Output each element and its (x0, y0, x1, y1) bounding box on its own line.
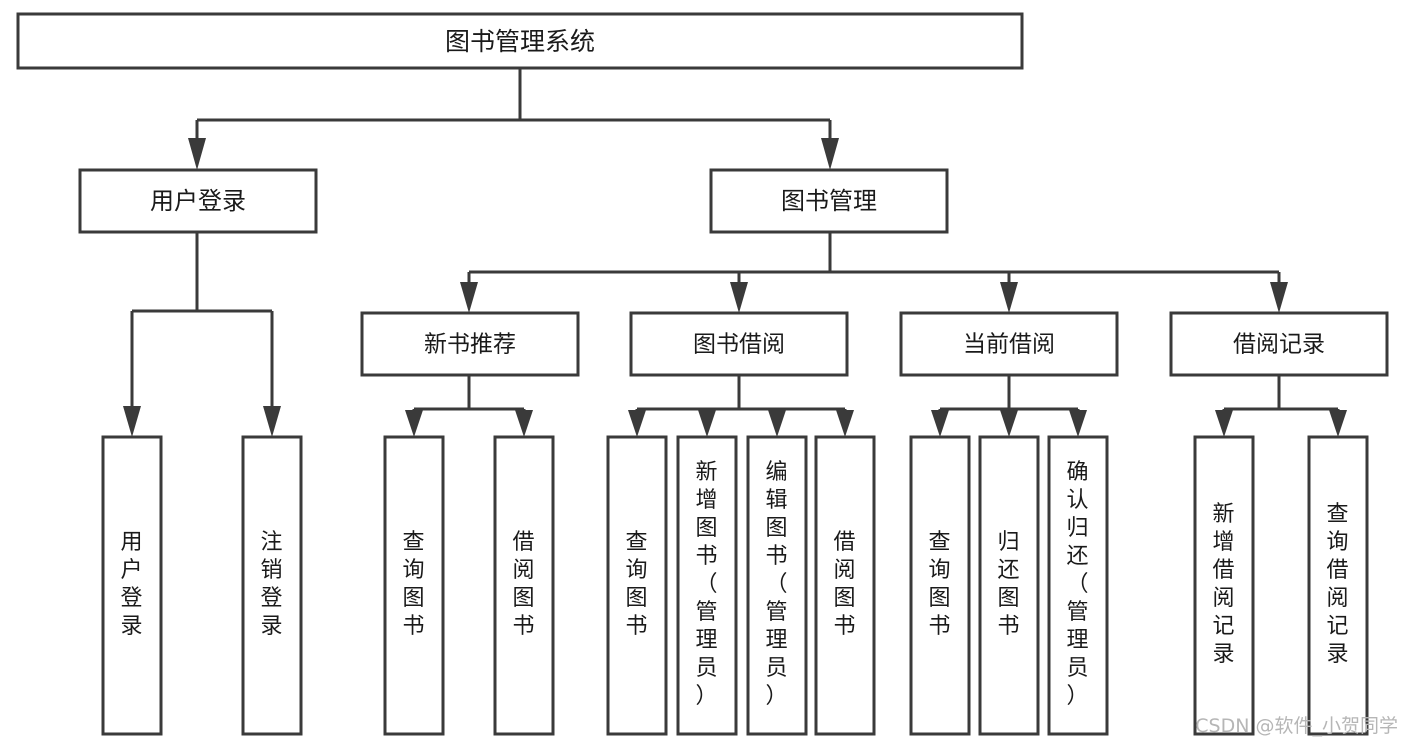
node-leaf-borrow-book-1-label: 借阅图书 (512, 530, 535, 639)
node-leaf-add-record-label: 新增借阅记录 (1212, 502, 1235, 667)
csdn-watermark: CSDN @软件_小贺同学 (1195, 715, 1398, 737)
connector-group-user-login (123, 232, 281, 437)
node-leaf-query-record-label: 查询借阅记录 (1326, 502, 1349, 667)
arrow-head-leaf-query-record (1329, 410, 1347, 437)
node-leaf-borrow-book-2-label: 借阅图书 (833, 530, 856, 639)
arrow-head-leaf-user-login (123, 406, 141, 437)
node-leaf-confirm-return-box[interactable] (1047, 435, 1109, 736)
node-user-login[interactable]: 用户登录 (78, 168, 318, 234)
node-leaf-edit-book-box[interactable] (746, 435, 808, 736)
node-book-manage[interactable]: 图书管理 (709, 168, 949, 234)
arrow-head-leaf-query-book-1 (405, 410, 423, 437)
arrow-head-leaf-borrow-book-1 (515, 410, 533, 437)
node-leaf-edit-book[interactable]: 编辑图书（管理员） (746, 435, 808, 736)
node-borrow-record-box[interactable] (1169, 311, 1389, 377)
node-leaf-logout-login[interactable]: 注销登录 (241, 435, 303, 736)
arrow-head-new-book-recommend (460, 282, 478, 313)
node-new-book-recommend-label: 新书推荐 (424, 332, 516, 358)
arrow-head-leaf-edit-book (768, 410, 786, 437)
connector-group-current-borrow (931, 375, 1087, 437)
node-leaf-confirm-return[interactable]: 确认归还（管理员） (1047, 435, 1109, 736)
node-book-manage-label: 图书管理 (781, 187, 877, 215)
arrow-head-leaf-add-record (1215, 410, 1233, 437)
node-leaf-borrow-book-1-box[interactable] (493, 435, 555, 736)
node-leaf-logout-login-label: 注销登录 (260, 530, 283, 639)
node-borrow-record[interactable]: 借阅记录 (1169, 311, 1389, 377)
arrow-head-user-login (188, 138, 206, 170)
node-book-borrow[interactable]: 图书借阅 (629, 311, 849, 377)
node-book-borrow-box[interactable] (629, 311, 849, 377)
node-user-login-box[interactable] (78, 168, 318, 234)
node-leaf-query-record[interactable]: 查询借阅记录 (1307, 435, 1369, 736)
arrow-head-current-borrow (1000, 282, 1018, 313)
node-leaf-query-book-2[interactable]: 查询图书 (606, 435, 668, 736)
arrow-head-book-borrow (730, 282, 748, 313)
node-leaf-return-book-label: 归还图书 (997, 530, 1020, 639)
node-leaf-add-record[interactable]: 新增借阅记录 (1193, 435, 1255, 736)
node-leaf-add-book-label: 新增图书（管理员） (695, 460, 718, 709)
node-leaf-query-record-box[interactable] (1307, 435, 1369, 736)
node-leaf-query-book-3-label: 查询图书 (928, 530, 951, 639)
connector-group-root (188, 68, 839, 170)
arrow-head-leaf-query-book-3 (931, 410, 949, 437)
node-root-label: 图书管理系统 (445, 27, 595, 56)
node-book-borrow-label: 图书借阅 (693, 332, 785, 358)
node-leaf-add-book-box[interactable] (676, 435, 738, 736)
arrow-head-leaf-query-book-2 (628, 410, 646, 437)
node-leaf-query-book-1-box[interactable] (383, 435, 445, 736)
node-current-borrow-box[interactable] (899, 311, 1119, 377)
arrow-head-leaf-logout-login (263, 406, 281, 437)
node-current-borrow-label: 当前借阅 (963, 332, 1055, 358)
node-leaf-borrow-book-2[interactable]: 借阅图书 (814, 435, 876, 736)
connector-group-borrow-record (1215, 375, 1347, 437)
node-leaf-borrow-book-1[interactable]: 借阅图书 (493, 435, 555, 736)
node-leaf-user-login-box[interactable] (101, 435, 163, 736)
node-leaf-borrow-book-2-box[interactable] (814, 435, 876, 736)
connector-group-book-manage (460, 232, 1288, 313)
arrow-head-leaf-borrow-book-2 (836, 410, 854, 437)
node-leaf-query-book-2-label: 查询图书 (625, 530, 648, 639)
arrow-head-borrow-record (1270, 282, 1288, 313)
node-leaf-query-book-3-box[interactable] (909, 435, 971, 736)
node-user-login-label: 用户登录 (150, 187, 246, 215)
node-root-box[interactable] (16, 12, 1024, 70)
connector-group-book-borrow (628, 375, 854, 437)
node-leaf-confirm-return-label: 确认归还（管理员） (1066, 460, 1089, 709)
node-root[interactable]: 图书管理系统 (16, 12, 1024, 70)
arrow-head-leaf-add-book (698, 410, 716, 437)
node-leaf-add-book[interactable]: 新增图书（管理员） (676, 435, 738, 736)
connector-group-new-book-recommend (405, 375, 533, 437)
node-leaf-query-book-2-box[interactable] (606, 435, 668, 736)
node-borrow-record-label: 借阅记录 (1233, 332, 1325, 358)
node-leaf-user-login[interactable]: 用户登录 (101, 435, 163, 736)
node-leaf-return-book[interactable]: 归还图书 (978, 435, 1040, 736)
arrow-head-leaf-return-book (1000, 410, 1018, 437)
node-leaf-add-record-box[interactable] (1193, 435, 1255, 736)
node-leaf-query-book-1[interactable]: 查询图书 (383, 435, 445, 736)
node-new-book-recommend[interactable]: 新书推荐 (360, 311, 580, 377)
node-leaf-query-book-1-label: 查询图书 (402, 530, 425, 639)
node-leaf-edit-book-label: 编辑图书（管理员） (765, 460, 788, 709)
node-leaf-user-login-label: 用户登录 (120, 530, 143, 639)
node-book-manage-box[interactable] (709, 168, 949, 234)
node-leaf-query-book-3[interactable]: 查询图书 (909, 435, 971, 736)
node-current-borrow[interactable]: 当前借阅 (899, 311, 1119, 377)
arrow-head-book-manage (821, 138, 839, 170)
node-new-book-recommend-box[interactable] (360, 311, 580, 377)
arrow-head-leaf-confirm-return (1069, 410, 1087, 437)
node-leaf-return-book-box[interactable] (978, 435, 1040, 736)
node-leaf-logout-login-box[interactable] (241, 435, 303, 736)
